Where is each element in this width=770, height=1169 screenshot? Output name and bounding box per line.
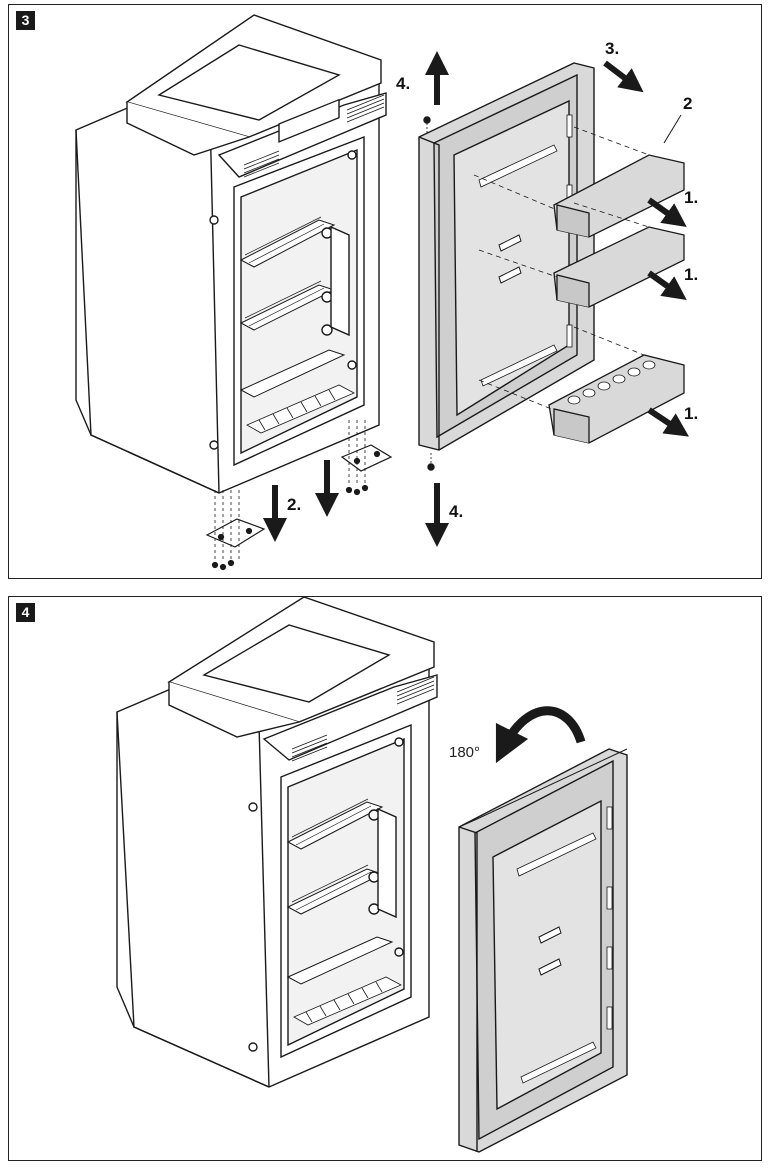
- step-label-remove-bins-1: 1.: [684, 188, 698, 207]
- callout-bin: 2: [683, 94, 692, 113]
- step-label-remove-bins-3: 1.: [684, 404, 698, 423]
- step-label-remove-hinges: 2.: [287, 495, 301, 514]
- step-3-panel: 3: [8, 4, 762, 579]
- step-number-badge: 4: [16, 603, 35, 622]
- rotation-label: 180°: [449, 744, 480, 761]
- fridge-door-rotated: [459, 749, 627, 1152]
- step-4-panel: 4: [8, 596, 762, 1161]
- rotation-arrow: [504, 711, 581, 747]
- fridge-cabinet: [76, 15, 386, 493]
- step-number-badge: 3: [16, 11, 35, 30]
- step-label-remove-door: 3.: [605, 39, 619, 58]
- step-label-pins-top: 4.: [396, 74, 410, 93]
- step-label-pins-bottom: 4.: [449, 502, 463, 521]
- fridge-cabinet: [117, 597, 437, 1087]
- step-label-remove-bins-2: 1.: [684, 265, 698, 284]
- step-4-illustration: 180°: [9, 597, 760, 1159]
- hinge-plate-left: [207, 490, 264, 570]
- step-3-illustration: 4. 3. 2 1. 1. 1. 2. 4.: [9, 5, 760, 577]
